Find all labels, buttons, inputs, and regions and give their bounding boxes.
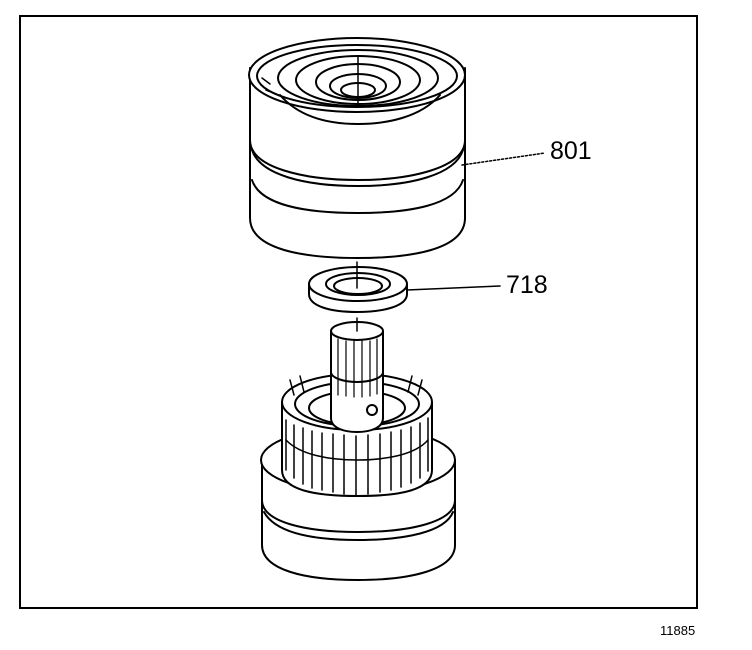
drum-housing-801: [248, 37, 466, 259]
carrier-assembly: [260, 317, 456, 581]
leader-line-718: [406, 285, 501, 291]
callout-801: 801: [550, 137, 592, 165]
leader-line-801: [461, 152, 546, 166]
thrust-bearing-718: [308, 261, 408, 313]
figure-number: 11885: [660, 623, 696, 638]
callout-718: 718: [506, 271, 548, 299]
